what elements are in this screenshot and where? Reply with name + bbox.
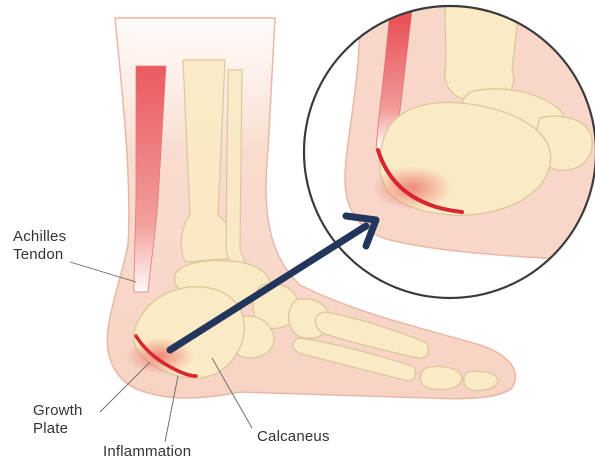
toe-phalanx-1 (420, 366, 462, 389)
achilles-label-line2: Tendon (13, 246, 63, 263)
inflammation-label: Inflammation (103, 443, 191, 460)
achilles-tendon-label: Achilles Tendon (13, 228, 71, 263)
growth-label-line1: Growth (33, 402, 83, 419)
magnified-inflammation-glow (372, 166, 452, 210)
calcaneus-label: Calcaneus (257, 428, 330, 445)
growth-plate-label: Growth Plate (33, 402, 87, 437)
toe-phalanx-2 (464, 371, 498, 390)
magnified-heel-view (304, 0, 595, 298)
achilles-label-line1: Achilles (13, 228, 66, 245)
growth-label-line2: Plate (33, 420, 68, 437)
magnified-tibia-bone (445, 0, 520, 100)
